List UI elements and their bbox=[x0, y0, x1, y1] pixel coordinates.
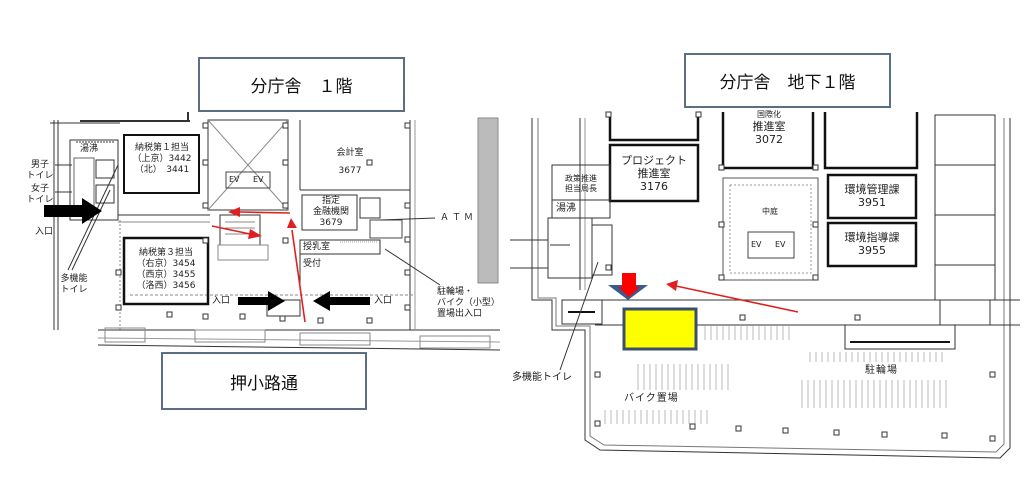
room-kokusaika-name2: 推進室 bbox=[752, 120, 786, 133]
room-kinyu-ext: 3679 bbox=[319, 218, 343, 228]
bike-parking-label: バイク置場 bbox=[622, 393, 681, 405]
multi-toilet-label: 多機能 トイレ bbox=[56, 274, 92, 296]
room-nozei1-name: 納税第１担当 bbox=[134, 143, 189, 153]
left-floor-map: 分庁舎 １階 納税第１担当 （上京）3442 （北） 3441 納税第３担当 （… bbox=[0, 0, 510, 503]
room-kankyo-shido-ext: 3955 bbox=[858, 244, 886, 257]
entrance-arrows bbox=[44, 198, 370, 311]
room-nakaniwa: 中庭 bbox=[762, 207, 778, 216]
room-nozei3-name: 納税第３担当 bbox=[138, 248, 193, 258]
marker-red-block bbox=[622, 273, 636, 287]
room-kankyo-kanri-ext: 3951 bbox=[858, 196, 886, 209]
right-map-title: 分庁舎 地下１階 bbox=[684, 53, 891, 108]
room-jusan: 授乳室 bbox=[303, 242, 331, 252]
room-seisaku: 政策推進 担当局長 bbox=[554, 174, 608, 194]
multi-toilet-label-2: トイレ bbox=[60, 285, 88, 295]
room-kaikei-ext: 3677 bbox=[338, 166, 362, 176]
room-project: プロジェクト 推進室 3176 bbox=[612, 154, 696, 193]
entrance-south-right-label: 入口 bbox=[374, 296, 393, 306]
room-yuwakashi: 湯沸 bbox=[80, 144, 99, 154]
route-arrows bbox=[211, 207, 306, 323]
room-nozei1-ext1: （上京）3442 bbox=[132, 154, 192, 164]
ev-label-1: EV bbox=[229, 175, 240, 184]
room-kankyo-shido: 環境指導課 3955 bbox=[830, 231, 914, 257]
right-floor-plan-drawing bbox=[510, 111, 1020, 459]
room-nozei3-ext1: （右京）3454 bbox=[136, 259, 196, 269]
route-arrow-b1-line bbox=[675, 285, 799, 313]
room-project-ext: 3176 bbox=[640, 180, 668, 193]
room-nozei1: 納税第１担当 （上京）3442 （北） 3441 bbox=[126, 143, 198, 176]
street-label: 押小路通 bbox=[161, 352, 367, 410]
room-nozei3: 納税第３担当 （右京）3454 （西京）3455 （洛西）3456 bbox=[126, 248, 206, 292]
room-nozei1-ext2: （北） 3441 bbox=[134, 165, 190, 175]
atm-label: ＡＴＭ bbox=[440, 213, 477, 223]
highlight-area bbox=[622, 307, 698, 351]
left-floor-plan-drawing bbox=[44, 112, 501, 351]
ev-label-b1-1: EV bbox=[751, 240, 762, 249]
room-kinyu-name: 指定 bbox=[321, 196, 340, 206]
room-uketsuke: 受付 bbox=[303, 259, 322, 269]
bike-entrance-label-1: 駐輪場・ bbox=[437, 287, 474, 297]
womens-toilet-label: 女子 トイレ bbox=[24, 184, 56, 206]
room-project-name2: 推進室 bbox=[637, 167, 671, 180]
room-kankyo-shido-name: 環境指導課 bbox=[844, 231, 900, 244]
right-floor-map: 分庁舎 地下１階 国際化 推進室 3072 プロジェクト 推進室 3176 政策… bbox=[510, 0, 1024, 503]
ev-label-2: EV bbox=[253, 175, 264, 184]
room-seisaku-name2: 担当局長 bbox=[565, 184, 597, 193]
room-nozei3-ext3: （洛西）3456 bbox=[136, 281, 196, 291]
room-project-name: プロジェクト bbox=[621, 154, 687, 167]
room-kokusaika-ext: 3072 bbox=[755, 133, 783, 146]
room-kokusaika: 国際化 推進室 3072 bbox=[725, 110, 813, 146]
room-nozei3-ext2: （西京）3455 bbox=[136, 270, 196, 280]
room-yuwakashi-b1: 湯沸 bbox=[556, 203, 576, 214]
room-kankyo-kanri: 環境管理課 3951 bbox=[830, 183, 914, 209]
bike-entrance-label-3: 置場出入口 bbox=[437, 309, 483, 319]
ev-label-b1-2: EV bbox=[775, 240, 786, 249]
entrance-south-left-label: 入口 bbox=[212, 296, 231, 306]
mens-toilet-label-1: 男子 bbox=[30, 160, 49, 170]
bike-entrance-label-2: バイク（小型） bbox=[437, 298, 500, 308]
entrance-arrow-west bbox=[44, 198, 102, 224]
mens-toilet-label-2: トイレ bbox=[26, 171, 54, 181]
bicycle-parking-label: 駐輪場 bbox=[865, 365, 898, 376]
entrance-arrow-south-left bbox=[238, 291, 285, 311]
room-kokusaika-name: 国際化 bbox=[757, 110, 781, 119]
room-seisaku-name: 政策推進 bbox=[565, 174, 597, 183]
left-map-title: 分庁舎 １階 bbox=[198, 57, 405, 112]
entrance-arrow-south-right bbox=[313, 291, 370, 311]
room-kaikei: 会計室 3677 bbox=[325, 144, 375, 180]
womens-toilet-label-1: 女子 bbox=[30, 184, 49, 194]
room-kaikei-name: 会計室 bbox=[336, 148, 364, 158]
womens-toilet-label-2: トイレ bbox=[26, 195, 54, 205]
marker-red-arrowhead bbox=[618, 287, 640, 297]
room-kinyu: 指定 金融機関 3679 bbox=[303, 196, 359, 229]
multi-toilet-label-1: 多機能 bbox=[60, 274, 88, 284]
mens-toilet-label: 男子 トイレ bbox=[24, 160, 56, 182]
entrance-west-label: 入口 bbox=[35, 227, 54, 237]
multi-toilet-b1-label: 多機能トイレ bbox=[512, 372, 572, 383]
bike-entrance-label: 駐輪場・ バイク（小型） 置場出入口 bbox=[437, 287, 500, 320]
route-arrow-b1-head bbox=[666, 280, 678, 291]
room-kankyo-kanri-name: 環境管理課 bbox=[844, 183, 900, 196]
parking-stripes bbox=[604, 326, 947, 424]
room-kinyu-name2: 金融機関 bbox=[312, 207, 349, 217]
